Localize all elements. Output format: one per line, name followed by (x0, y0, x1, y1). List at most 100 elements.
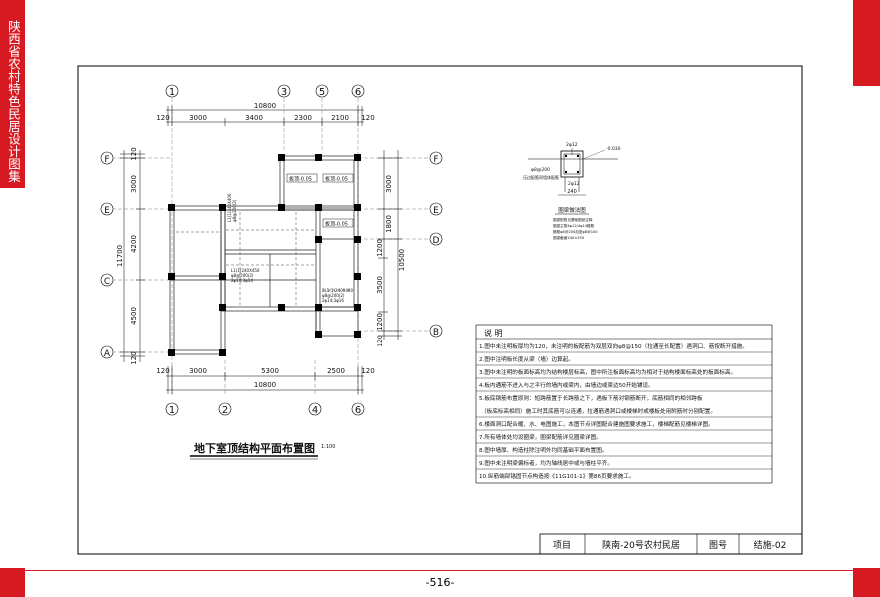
slab-label: 板顶-0.05 (289, 176, 312, 183)
columns (168, 154, 361, 356)
dim: 3400 (245, 114, 263, 122)
project-label: 项目 (553, 540, 571, 551)
beam-notes: L1(1)240X400 φ8@200(2) L1(1)240X450 φ8@2… (227, 193, 353, 303)
axis-label: 6 (355, 87, 361, 98)
axis-label: 4 (312, 405, 318, 416)
axis-label: B (433, 328, 439, 338)
detail-stirrup: φ8@200 (531, 167, 550, 173)
detail-width: 240 (567, 189, 577, 195)
bottom-left-tab (0, 568, 25, 597)
detail-title: 圈梁做法图 (558, 206, 586, 214)
title-block: 项目 陕南-20号农村民居 图号 结施-02 (539, 533, 803, 555)
drawing-label: 图号 (709, 540, 727, 551)
axis-label: E (104, 206, 110, 216)
sheet-frame (77, 65, 803, 555)
axis-label: 2 (222, 405, 228, 416)
dim: 5300 (261, 367, 279, 375)
beam-note-line: φ8@200(2) (232, 199, 237, 222)
dim: 1200 (376, 313, 384, 331)
note-item: 10.纵筋端部锚固节点构造按《11G101-1》第86页要求施工。 (479, 472, 635, 480)
note-item: 4.板内通筋不进入与之平行的墙内或梁内，由墙边或梁边50开始铺设。 (479, 381, 654, 389)
axis-label: 1 (169, 405, 175, 416)
dim-total: 10800 (254, 102, 276, 110)
right-dimension-text: 3000 1800 1200 3500 1200 120 10500 (376, 175, 406, 347)
dim-total: 10800 (254, 381, 276, 389)
axis-label: 6 (355, 405, 361, 416)
beam-note-line: 2φ14;3φ14 (231, 278, 253, 283)
bottom-dimension-text: 120 3000 5300 2500 120 10800 (156, 367, 374, 389)
notes-header: 说 明 (484, 328, 503, 338)
dim: 120 (156, 114, 169, 122)
note-item: 8.图中墙厚、构造柱除注明外均同基础平面布置图。 (479, 446, 607, 454)
dim: 4200 (130, 235, 138, 253)
dim: 3500 (376, 276, 384, 294)
axis-label: F (433, 155, 438, 165)
axis-label: E (433, 206, 439, 216)
beam-note-line: 2L1(1)240X400 (322, 288, 353, 293)
drawing-value: 结施-02 (754, 539, 787, 551)
plan-scale: 1:100 (321, 444, 335, 450)
bottom-dimensions (166, 366, 364, 394)
dim: 2100 (331, 114, 349, 122)
note-item: （板底标高相同）施工时其底筋可以连通，拉通筋遇洞口或楼梯时或楼板处用附筋时分别配… (481, 407, 716, 415)
detail-note: 箍筋φ8@200加密φ8@100 (553, 229, 598, 234)
beam-note-line: 2φ14;3φ16 (322, 298, 344, 303)
dim: 120 (361, 114, 374, 122)
top-right-tab (853, 0, 880, 86)
detail-bottom-bar: 2φ12 (568, 181, 580, 187)
notes-table: 说 明 1.图中未注明板厚均为120，未注明的板配筋为双层双向φ8@150（拉通… (475, 324, 773, 484)
dim: 120 (156, 367, 169, 375)
dim: 1800 (385, 215, 393, 233)
beam-detail: 2φ12 -0.030 φ8@200 2φ12 压边配筋同墙体配筋 240 圈梁… (523, 142, 621, 240)
dim: 120 (130, 351, 138, 364)
dim: 3000 (189, 114, 207, 122)
dim: 120 (361, 367, 374, 375)
note-item: 5.板底钢筋布置原则：短跨筋置于长跨筋之下，遇板下筋对钢筋断开，底筋相同的相邻跨… (479, 394, 703, 402)
top-dimension-text: 10800 120 3000 3400 2300 2100 120 (156, 102, 374, 122)
axis-label: A (104, 349, 111, 359)
plan-title: 地下室顶结构平面布置图 (194, 441, 315, 455)
note-item: 3.图中未注明的板面标高均为结构楼层标高，图中所注板面标高均为相对于结构楼面标高… (479, 368, 736, 376)
side-tab-text: 陕西省农村特色民居设计图集 (6, 20, 21, 183)
dim: 3000 (189, 367, 207, 375)
plan-title-block: 地下室顶结构平面布置图 1:100 (190, 441, 335, 460)
dim: 3000 (130, 175, 138, 193)
top-dimensions (166, 106, 364, 126)
note-item: 2.图中注明板长度从梁（墙）边算起。 (479, 355, 574, 363)
note-item: 9.图中未注明梁偏标者，均为轴线居中或与墙柱平齐。 (479, 459, 613, 467)
dim: 1200 (376, 239, 384, 257)
detail-side-note: 压边配筋同墙体配筋 (523, 174, 559, 180)
note-item: 6.楼面洞口配合暖、水、电图施工，本图节点详图配合建施图要求施工，楼梯配筋见楼梯… (479, 420, 714, 428)
beam-note-line: φ8@200(2) (231, 273, 254, 278)
detail-note: 圈梁配筋见基础图纸注释 (553, 217, 593, 222)
dim: 3000 (385, 175, 393, 193)
axis-label: F (104, 155, 109, 165)
dim: 2500 (327, 367, 345, 375)
side-tab: 陕西省农村特色民居设计图集 (0, 0, 25, 188)
left-dimensions (120, 150, 145, 362)
slab-label: 板顶-0.05 (325, 176, 348, 183)
beam-note-line: L1(1)240X450 (231, 268, 260, 273)
slab-tags: 板顶-0.05 板顶-0.05 板顶-0.05 (286, 173, 354, 228)
detail-top-bar: 2φ12 (566, 142, 578, 148)
detail-note: 圈梁主筋4φ12/4φ14箍筋 (553, 223, 595, 228)
dim: 4500 (130, 307, 138, 325)
note-item: 1.图中未注明板厚均为120，未注明的板配筋为双层双向φ8@150（拉通至长配置… (479, 342, 748, 350)
axis-label: 5 (319, 87, 325, 98)
dim-total: 11700 (116, 245, 124, 267)
left-dimension-text: 120 3000 4200 4500 120 11700 (116, 147, 138, 364)
page-number: -516- (425, 576, 455, 589)
dim: 120 (377, 335, 384, 347)
axis-label: 1 (169, 87, 175, 98)
project-value: 陕南-20号农村民居 (602, 539, 680, 551)
bottom-right-tab (853, 568, 880, 597)
top-axes: 1 3 5 6 (165, 84, 365, 98)
axis-label: 3 (281, 87, 287, 98)
bottom-axes: 1 2 4 6 (165, 402, 365, 416)
slab-label: 板顶-0.05 (325, 221, 348, 228)
dim: 2300 (294, 114, 312, 122)
right-dimensions (378, 150, 402, 340)
bottom-rule (0, 570, 880, 571)
axis-label: D (433, 236, 440, 246)
